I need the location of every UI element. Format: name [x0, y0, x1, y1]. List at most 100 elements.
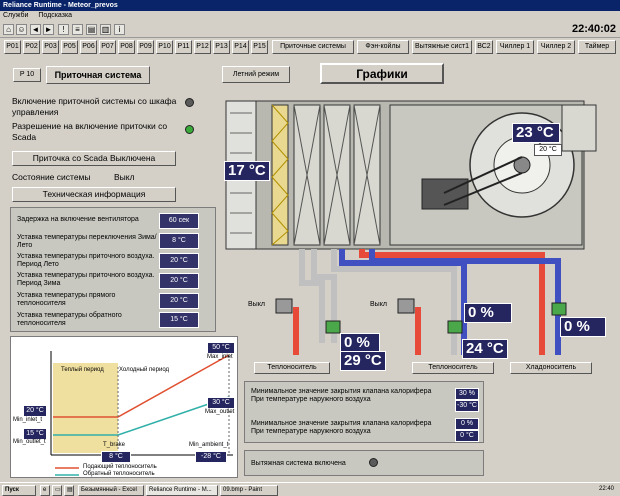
scada-toggle-button[interactable]: Приточка со Scada Выключена: [12, 151, 176, 166]
nav-p03[interactable]: P03: [42, 40, 59, 54]
nav-p12[interactable]: P12: [194, 40, 211, 54]
setting-value-return-heat[interactable]: 15 °C: [159, 312, 199, 328]
min-inlet-value[interactable]: 20 °C: [23, 405, 47, 417]
quicklaunch-folder-icon[interactable]: ▤: [64, 485, 74, 496]
cooler-valve-value: 0 %: [560, 317, 606, 337]
legend-supply-label: Подающий теплоноситель: [83, 464, 157, 470]
nav-p01[interactable]: P01: [4, 40, 21, 54]
heater-pump-icon: [275, 298, 293, 314]
nav-p06[interactable]: P06: [80, 40, 97, 54]
nav-p07[interactable]: P07: [99, 40, 116, 54]
nav-chiller-1[interactable]: Чиллер 1: [496, 40, 534, 54]
valve-limit-2-value[interactable]: 0 %: [455, 418, 479, 430]
nav-p02[interactable]: P02: [23, 40, 40, 54]
nav-timer[interactable]: Таймер: [578, 40, 616, 54]
settings-panel: Задержка на включение вентилятора 60 сек…: [10, 207, 216, 332]
task-paint[interactable]: 09.bmp - Paint: [220, 485, 278, 496]
setting-value-season-switch[interactable]: 8 °C: [159, 233, 199, 249]
max-outlet-label: Max_outlet: [205, 409, 235, 415]
graphs-button[interactable]: Графики: [320, 63, 444, 84]
nav-p11[interactable]: P11: [175, 40, 192, 54]
exhaust-status-panel: Вытяжная система включена: [244, 450, 484, 476]
nav-p10[interactable]: P10: [156, 40, 173, 54]
control-panel: Включение приточной системы со шкафа упр…: [10, 93, 218, 205]
nav-supply-systems[interactable]: Приточные системы: [272, 40, 354, 54]
print-icon[interactable]: ▤: [86, 24, 97, 35]
info-icon[interactable]: i: [114, 24, 125, 35]
scada-led-icon: [185, 98, 194, 107]
filter-element: [271, 104, 289, 246]
quicklaunch-desktop-icon[interactable]: ▭: [52, 485, 62, 496]
nav-p09[interactable]: P09: [137, 40, 154, 54]
valve-limit-1-value[interactable]: 30 %: [455, 388, 479, 400]
quicklaunch-ie-icon[interactable]: e: [40, 485, 50, 496]
heater-return-pipe: [311, 249, 337, 343]
valve-limit-2-sub: При температуре наружного воздуха: [251, 428, 371, 435]
coil-diagonal: [353, 104, 381, 246]
setting-value-summer-supply[interactable]: 20 °C: [159, 253, 199, 269]
nav-exhaust-2[interactable]: ВС2: [475, 40, 493, 54]
setting-value-winter-supply[interactable]: 20 °C: [159, 273, 199, 289]
menu-item-services[interactable]: Служби: [3, 12, 29, 19]
home-icon[interactable]: ⌂: [3, 24, 14, 35]
nav-chiller-2[interactable]: Чиллер 2: [537, 40, 575, 54]
system-code: P 10: [13, 68, 41, 82]
heater-valve-value: 0 %: [340, 333, 380, 353]
users-icon[interactable]: ☺: [16, 24, 27, 35]
cooler-valve-icon: [551, 302, 567, 316]
max-inlet-label: Max_inlet: [207, 354, 233, 360]
heating-curve-panel: Теплый период Холодный период 50 °C Max_…: [10, 336, 238, 478]
t-brake-value[interactable]: 8 °C: [101, 451, 131, 463]
window-title: Reliance Runtime - Meteor_prevos: [0, 0, 620, 11]
max-outlet-value[interactable]: 30 °C: [207, 397, 235, 409]
reheater-valve-value: 0 %: [464, 303, 512, 323]
reheater-valve-icon: [447, 320, 463, 334]
task-reliance[interactable]: Reliance Runtime - M...: [146, 485, 218, 496]
nav-exhaust-1[interactable]: Вытяжные сист1: [412, 40, 472, 54]
valve-limit-2-label: Минимальное значение закрытия клапана ка…: [251, 420, 432, 427]
chart-icon[interactable]: ▥: [100, 24, 111, 35]
exhaust-led-icon: [369, 458, 378, 467]
start-button[interactable]: Пуск: [2, 485, 36, 496]
min-ambient-label: Min_ambient_t: [189, 442, 229, 448]
cool-medium-label: Хладоноситель: [510, 362, 592, 374]
state-value: Выкл: [114, 172, 135, 182]
valve-limit-1-temp[interactable]: -30 °C: [455, 400, 479, 412]
t-brake-label: T_brake: [103, 442, 126, 448]
coil-diagonal: [293, 104, 321, 246]
tech-info-button[interactable]: Техническая информация: [12, 187, 176, 202]
menu-item-help[interactable]: Подсказка: [38, 12, 73, 19]
valve-limit-2-temp[interactable]: 0 °C: [455, 430, 479, 442]
max-inlet-value[interactable]: 50 °C: [207, 342, 235, 354]
min-ambient-value[interactable]: -28 °C: [195, 451, 227, 463]
setting-label-return-heat: Уставка температуры обратного теплоносит…: [17, 312, 122, 327]
nav-p13[interactable]: P13: [213, 40, 230, 54]
nav-p08[interactable]: P08: [118, 40, 135, 54]
valve-limits-panel: Минимальное значение закрытия клапана ка…: [244, 381, 484, 443]
setting-value-fan-delay[interactable]: 60 сек: [159, 213, 199, 229]
setting-value-direct-heat[interactable]: 20 °C: [159, 293, 199, 309]
nav-p14[interactable]: P14: [232, 40, 249, 54]
mode-indicator: Летний режим: [222, 66, 290, 83]
valve-limit-1-label: Минимальное значение закрытия клапана ка…: [251, 388, 432, 395]
nav-p15[interactable]: P15: [251, 40, 268, 54]
nav-fan-coils[interactable]: Фэн-койлы: [357, 40, 409, 54]
task-excel[interactable]: Безымянный - Excel: [78, 485, 144, 496]
nav-p05[interactable]: P05: [61, 40, 78, 54]
heater-state-label: Выкл: [248, 301, 265, 308]
list-icon[interactable]: ≡: [72, 24, 83, 35]
cooler-hot-pipe: [359, 249, 545, 355]
heat-medium-1-label: Теплоноситель: [254, 362, 330, 374]
drive-belt: [443, 156, 523, 194]
min-outlet-label: Min_outlet_t: [13, 439, 46, 445]
toolbar: ⌂ ☺ ◄ ► ! ≡ ▤ ▥ i: [0, 21, 620, 38]
nav-row: P01 P02 P03 P05 P06 P07 P08 P09 P10 P11 …: [0, 38, 620, 56]
setting-label-fan-delay: Задержка на включение вентилятора: [17, 216, 139, 223]
taskbar: Пуск e ▭ ▤ Безымянный - Excel Reliance R…: [0, 482, 620, 496]
back-icon[interactable]: ◄: [30, 24, 41, 35]
min-outlet-value[interactable]: 15 °C: [23, 428, 47, 440]
alarm-icon[interactable]: !: [58, 24, 69, 35]
min-inlet-label: Min_inlet_t: [13, 417, 43, 423]
forward-icon[interactable]: ►: [43, 24, 54, 35]
coil-diagonal: [323, 104, 351, 246]
